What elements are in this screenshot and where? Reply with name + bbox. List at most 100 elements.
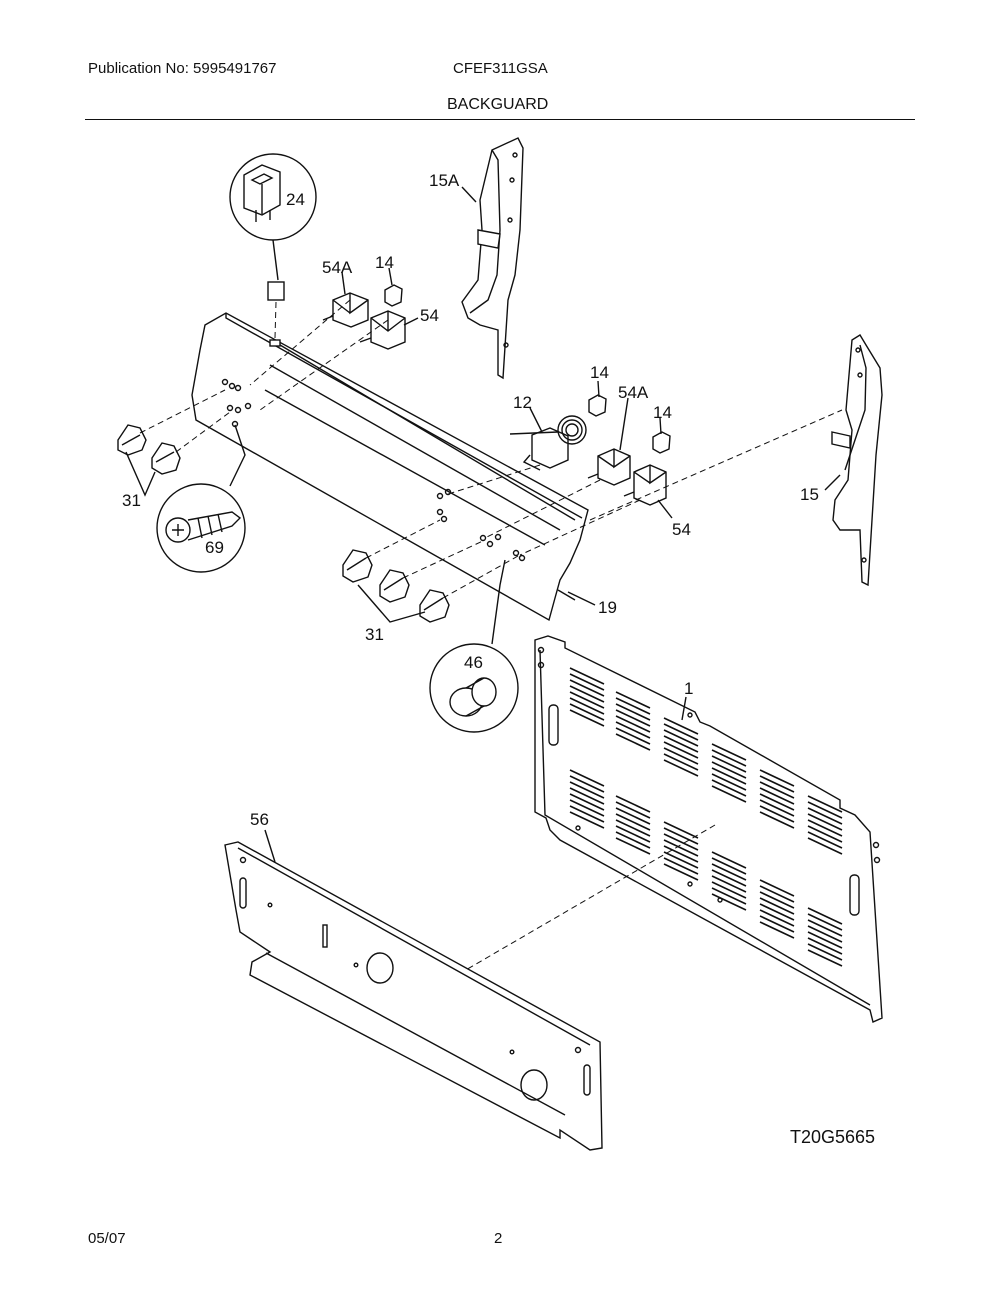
button-46-part: [429, 559, 519, 733]
leader-lines: [264, 186, 841, 863]
vent-slot: [807, 907, 843, 925]
callout-54a-top: 54A: [322, 258, 353, 277]
vent-slot: [569, 787, 605, 805]
vent-slot: [569, 691, 605, 709]
page-number: 2: [494, 1230, 503, 1247]
vent-slot: [759, 885, 795, 903]
vent-slot: [759, 793, 795, 811]
top-switches-part: [249, 284, 406, 411]
callout-31-bottom: 31: [365, 625, 384, 644]
vent-slot: [569, 667, 605, 685]
vent-slot: [615, 697, 651, 715]
vent-slot: [663, 753, 699, 771]
vent-slot: [807, 919, 843, 937]
vent-slot: [711, 875, 747, 893]
callout-15: 15: [800, 485, 819, 504]
vent-slot: [807, 795, 843, 813]
callout-54a-mid: 54A: [618, 383, 649, 402]
vent-slot: [759, 811, 795, 829]
callout-labels: 24 15A 54A 14 54 12 14 54A 14 15 31 69 5…: [122, 171, 819, 829]
vent-slot: [569, 679, 605, 697]
vent-slot: [663, 863, 699, 881]
vent-slot: [759, 781, 795, 799]
vent-slot: [569, 703, 605, 721]
vent-slot: [569, 811, 605, 829]
vent-slot: [615, 831, 651, 849]
vent-slot: [759, 769, 795, 787]
vent-slot: [569, 799, 605, 817]
vent-slot: [615, 715, 651, 733]
vent-slot: [615, 691, 651, 709]
control-panel-part: [191, 312, 589, 622]
vent-slot: [615, 709, 651, 727]
vent-slot: [759, 805, 795, 823]
vent-slot: [615, 819, 651, 837]
callout-46: 46: [464, 653, 483, 672]
vent-slot: [807, 813, 843, 831]
vent-slot: [615, 837, 651, 855]
vent-slot: [711, 881, 747, 899]
vent-slot: [711, 749, 747, 767]
vent-slot: [759, 775, 795, 793]
callout-24: 24: [286, 190, 305, 209]
vent-slot: [663, 723, 699, 741]
rear-panel-1-part: [439, 635, 883, 1023]
vent-slot: [711, 893, 747, 911]
vent-slot: [807, 943, 843, 961]
knobs-left-part: [117, 389, 231, 497]
vent-slot: [569, 793, 605, 811]
vent-slot: [615, 813, 651, 831]
vent-slot: [711, 767, 747, 785]
callout-19: 19: [598, 598, 617, 617]
section-title: BACKGUARD: [447, 96, 549, 113]
vent-slot: [663, 827, 699, 845]
vent-slot: [711, 857, 747, 875]
vent-slot: [663, 741, 699, 759]
vent-slot: [807, 937, 843, 955]
vent-slot: [807, 925, 843, 943]
vent-slot: [569, 775, 605, 793]
callout-69: 69: [205, 538, 224, 557]
callout-12: 12: [513, 393, 532, 412]
vent-slot: [663, 821, 699, 839]
vent-slot: [807, 831, 843, 849]
vent-slot: [711, 761, 747, 779]
vent-slot: [759, 909, 795, 927]
vent-slot: [663, 845, 699, 863]
vent-slot: [615, 703, 651, 721]
vent-slot: [663, 851, 699, 869]
vent-slot: [663, 857, 699, 875]
vent-slot: [711, 851, 747, 869]
vent-slot: [569, 805, 605, 823]
vent-slot: [711, 773, 747, 791]
vent-slot: [569, 673, 605, 691]
vent-slot: [663, 729, 699, 747]
header-divider: [85, 119, 915, 120]
vent-slot: [569, 697, 605, 715]
footer-date: 05/07: [88, 1230, 126, 1247]
callout-56: 56: [250, 810, 269, 829]
vent-slot: [711, 779, 747, 797]
callout-14-mid: 14: [590, 363, 609, 382]
vent-slot: [711, 863, 747, 881]
vent-slot: [807, 913, 843, 931]
vent-slot: [711, 743, 747, 761]
callout-14-right: 14: [653, 403, 672, 422]
thermostat-switches-part: [444, 394, 843, 556]
vent-slot: [759, 897, 795, 915]
vent-slot: [711, 887, 747, 905]
vent-slot: [569, 709, 605, 727]
vent-slot: [615, 801, 651, 819]
vent-slot: [807, 825, 843, 843]
vent-slot: [807, 807, 843, 825]
vent-slot: [807, 837, 843, 855]
side-trim-15a-part: [461, 137, 524, 380]
vent-slot: [663, 747, 699, 765]
callout-31-left: 31: [122, 491, 141, 510]
publication-number: Publication No: 5995491767: [88, 60, 277, 77]
callout-15a: 15A: [429, 171, 460, 190]
vent-slot: [615, 721, 651, 739]
vent-slot: [807, 801, 843, 819]
knobs-bottom-part: [342, 519, 519, 623]
